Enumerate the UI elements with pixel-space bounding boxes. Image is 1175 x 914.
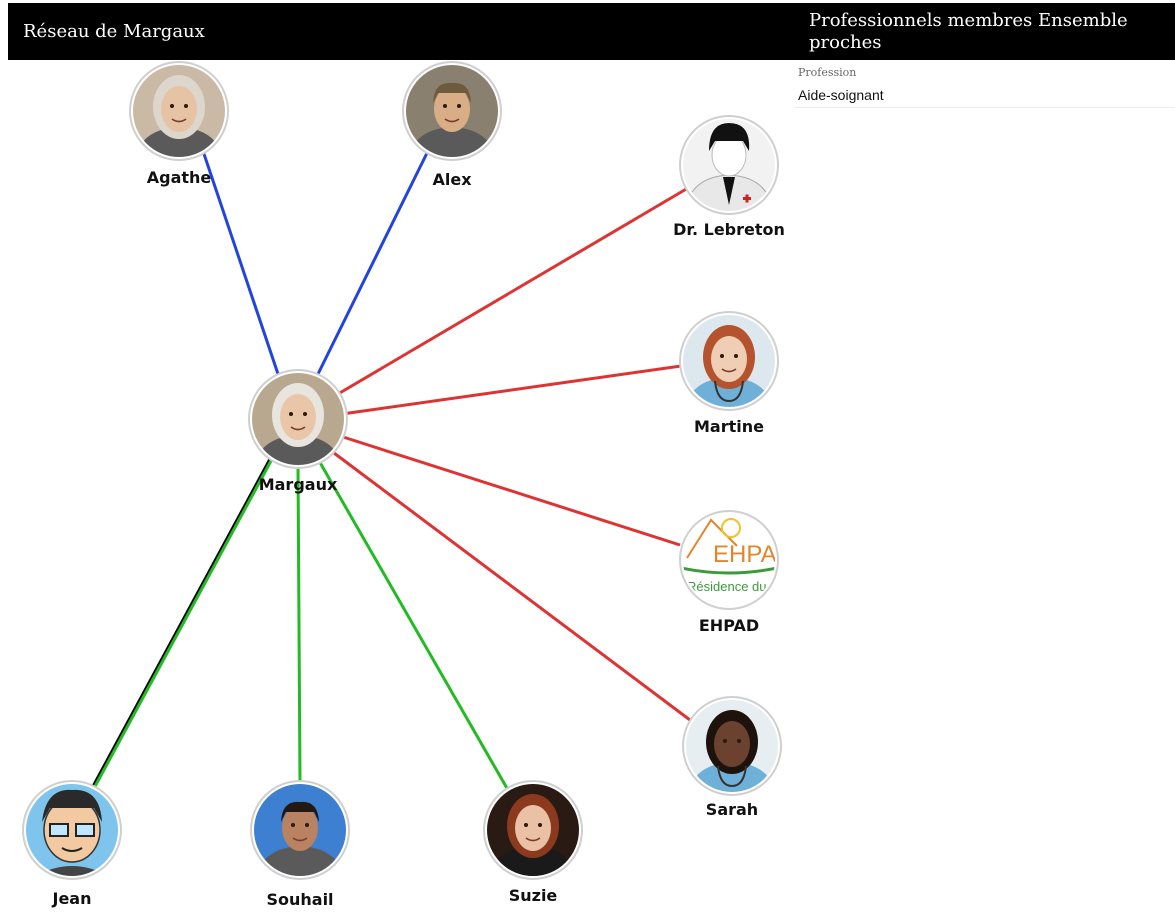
edge-martine [341,364,682,416]
network-title: Réseau de Margaux [23,21,205,42]
node-jean[interactable]: Jean [22,780,122,908]
edge-ehpad [339,434,681,547]
node-suzie[interactable]: Suzie [483,780,583,905]
node-suzie-label: Suzie [509,886,558,905]
edge-agathe [201,150,280,375]
edge-dr-lebreton [337,186,689,396]
node-sarah[interactable]: Sarah [682,696,782,819]
profession-label: Profession [798,66,857,79]
node-agathe[interactable]: Agathe [129,61,229,187]
edge-jean [90,458,274,793]
cartoon-man-avatar [26,784,118,876]
node-souhail[interactable]: Souhail [250,780,350,909]
ehpad-logo: EHPA Résidence du [683,514,777,606]
node-agathe-label: Agathe [147,168,212,187]
node-alex-label: Alex [432,170,472,189]
node-margaux-label: Margaux [259,475,338,494]
edge-souhail [296,466,302,783]
node-ehpad[interactable]: EHPA Résidence du EHPAD [679,510,779,635]
node-alex[interactable]: Alex [402,61,502,189]
members-title-bar: Professionnels membres Ensemble proches [794,3,1175,60]
elderly-woman-avatar [252,373,344,465]
edge-suzie [316,458,510,791]
ehpad-logo-text: EHPA [713,541,777,568]
edge-jean-secondary [88,458,272,793]
node-sarah-label: Sarah [706,800,758,819]
ehpad-logo-subtext: Résidence du [687,579,767,594]
young-man-avatar [254,784,346,876]
elderly-woman-avatar [133,65,225,157]
member-detail-panel: Profession Aide-soignant [794,60,1175,108]
node-margaux[interactable]: Margaux [248,369,348,494]
network-edges [88,150,691,793]
edge-sarah [329,448,691,722]
node-martine-label: Martine [694,417,764,436]
node-dr-lebreton-label: Dr. Lebreton [673,220,785,239]
node-dr-lebreton[interactable]: Dr. Lebreton [673,115,785,239]
young-woman-avatar [487,784,579,876]
members-title: Professionnels membres Ensemble proches [809,10,1128,53]
doctor-avatar [683,119,775,211]
network-title-bar: Réseau de Margaux [8,3,794,60]
profession-value: Aide-soignant [798,87,884,103]
node-jean-label: Jean [52,889,92,908]
node-martine[interactable]: Martine [679,311,779,436]
nurse-avatar [686,700,778,792]
node-ehpad-label: EHPAD [699,616,759,635]
node-souhail-label: Souhail [266,890,333,909]
nurse-avatar [683,315,775,407]
young-man-avatar [406,65,498,157]
edge-alex [316,150,430,375]
